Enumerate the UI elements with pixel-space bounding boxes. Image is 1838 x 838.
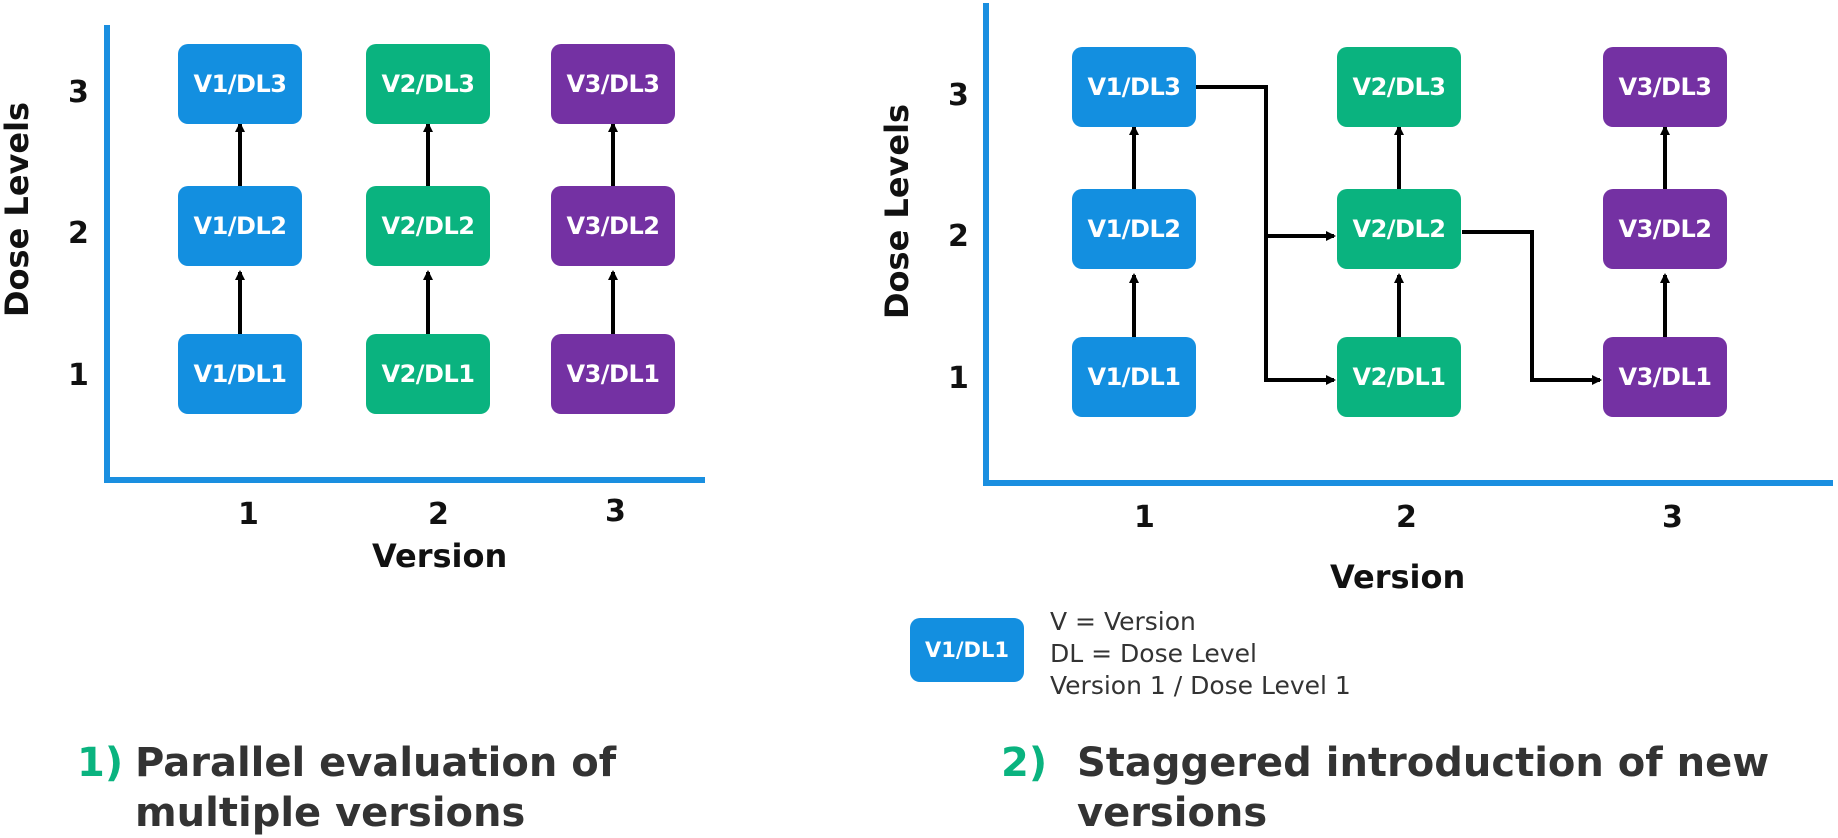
box-v1-dl3: V1/DL3 — [1072, 47, 1196, 127]
caption-text: Parallel evaluation of multiple versions — [135, 740, 617, 836]
y-axis-line — [104, 25, 110, 483]
arrows-parallel — [235, 122, 618, 334]
box-v3-dl1: V3/DL1 — [551, 334, 675, 414]
x-axis-line — [983, 480, 1833, 486]
box-v2-dl3: V2/DL3 — [366, 44, 490, 124]
x-axis-line — [104, 477, 705, 483]
caption-text: Staggered introduction of new versions — [1077, 740, 1770, 836]
box-v3-dl3: V3/DL3 — [551, 44, 675, 124]
caption-number: 2) — [1001, 740, 1048, 786]
box-v1-dl2: V1/DL2 — [178, 186, 302, 266]
legend-example-box: V1/DL1 — [910, 618, 1024, 682]
box-v1-dl1: V1/DL1 — [178, 334, 302, 414]
box-v3-dl2: V3/DL2 — [1603, 189, 1727, 269]
connector-v2dl2-to-v3dl1 — [1462, 230, 1602, 385]
x-tick-3: 3 — [1662, 500, 1683, 535]
x-axis-title: Version — [1330, 558, 1466, 596]
y-tick-3: 3 — [68, 75, 89, 110]
box-v3-dl3: V3/DL3 — [1603, 47, 1727, 127]
x-tick-2: 2 — [428, 497, 449, 532]
y-tick-1: 1 — [948, 361, 969, 396]
box-v1-dl3: V1/DL3 — [178, 44, 302, 124]
y-tick-2: 2 — [68, 216, 89, 251]
box-v3-dl2: V3/DL2 — [551, 186, 675, 266]
y-tick-3: 3 — [948, 78, 969, 113]
box-v2-dl2: V2/DL2 — [1337, 189, 1461, 269]
legend-line-example: Version 1 / Dose Level 1 — [1050, 671, 1351, 700]
y-tick-2: 2 — [948, 219, 969, 254]
y-axis-line — [983, 3, 989, 486]
legend-line-version: V = Version — [1050, 607, 1196, 636]
y-tick-1: 1 — [68, 358, 89, 393]
connector-v1dl3-to-v2dl1 — [1264, 236, 1336, 385]
box-v2-dl1: V2/DL1 — [366, 334, 490, 414]
legend-line-dose-level: DL = Dose Level — [1050, 639, 1257, 668]
panel-parallel: Dose Levels 3 2 1 1 2 3 Version V1/DL3 V… — [0, 0, 900, 836]
x-tick-1: 1 — [1134, 500, 1155, 535]
box-v2-dl3: V2/DL3 — [1337, 47, 1461, 127]
box-v3-dl1: V3/DL1 — [1603, 337, 1727, 417]
x-tick-2: 2 — [1396, 500, 1417, 535]
box-v2-dl2: V2/DL2 — [366, 186, 490, 266]
box-v1-dl1: V1/DL1 — [1072, 337, 1196, 417]
x-tick-3: 3 — [605, 494, 626, 529]
box-v1-dl2: V1/DL2 — [1072, 189, 1196, 269]
x-axis-title: Version — [372, 537, 508, 575]
connector-v1dl3-to-v2dl2 — [1196, 85, 1336, 241]
x-tick-1: 1 — [238, 497, 259, 532]
caption-number: 1) — [77, 740, 124, 786]
box-v2-dl1: V2/DL1 — [1337, 337, 1461, 417]
